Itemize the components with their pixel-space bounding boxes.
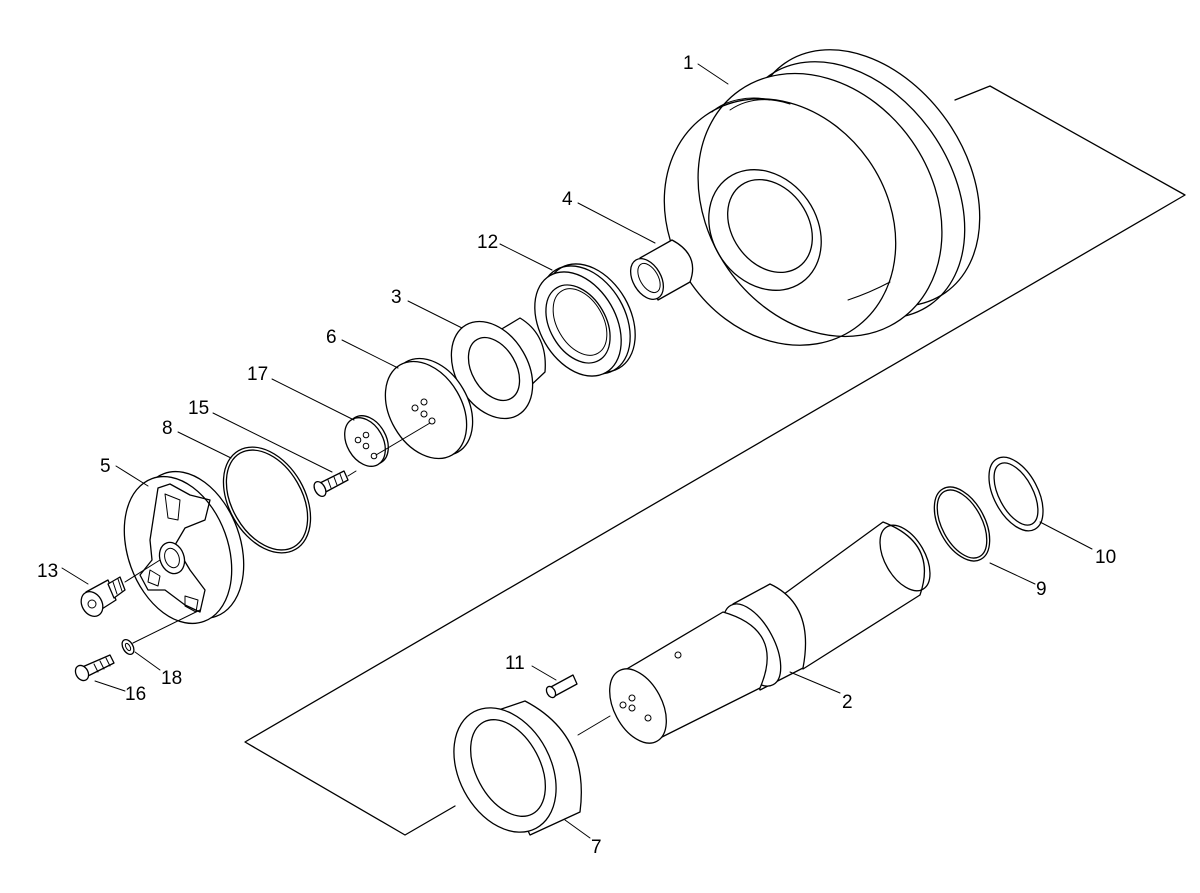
- part-7-collar: [453, 700, 582, 836]
- callout-6: 6: [326, 327, 337, 348]
- callout-8: 8: [162, 418, 173, 439]
- callout-10: 10: [1095, 547, 1116, 568]
- part-15-screw: [313, 470, 357, 498]
- part-9-o-ring: [933, 486, 991, 562]
- callout-15: 15: [188, 398, 209, 419]
- part-2-shaft: [609, 521, 931, 744]
- part-11-pin: [545, 674, 578, 699]
- part-13-plug: [80, 559, 161, 617]
- callout-1: 1: [683, 53, 694, 74]
- part-12-seal: [534, 263, 636, 377]
- part-10-ring: [988, 456, 1044, 532]
- part-8-o-ring: [222, 446, 312, 554]
- callout-3: 3: [391, 287, 402, 308]
- callout-9: 9: [1036, 579, 1047, 600]
- callout-12: 12: [477, 232, 498, 253]
- part-3-collar: [450, 317, 546, 420]
- part-6-plate: [384, 357, 474, 460]
- callout-16: 16: [125, 684, 146, 705]
- part-18-washer: [121, 609, 201, 656]
- part-5-end-cap: [123, 470, 245, 625]
- callout-18: 18: [161, 668, 182, 689]
- callout-4: 4: [562, 189, 573, 210]
- callout-13: 13: [37, 561, 58, 582]
- callout-2: 2: [842, 692, 853, 713]
- part-16-bolt: [74, 654, 115, 682]
- part-17-small-plate: [344, 415, 431, 467]
- callout-17: 17: [247, 364, 268, 385]
- callout-11: 11: [505, 653, 525, 674]
- part-1-roller-body: [663, 49, 981, 346]
- callout-5: 5: [100, 456, 111, 477]
- callout-labels: 1 2 3 4 5 6 7 8 9 10 11 12 13 15 16 17 1…: [37, 53, 1116, 858]
- leader-lines: [61, 63, 1093, 839]
- part-4-bushing: [629, 239, 694, 301]
- callout-7: 7: [591, 837, 602, 858]
